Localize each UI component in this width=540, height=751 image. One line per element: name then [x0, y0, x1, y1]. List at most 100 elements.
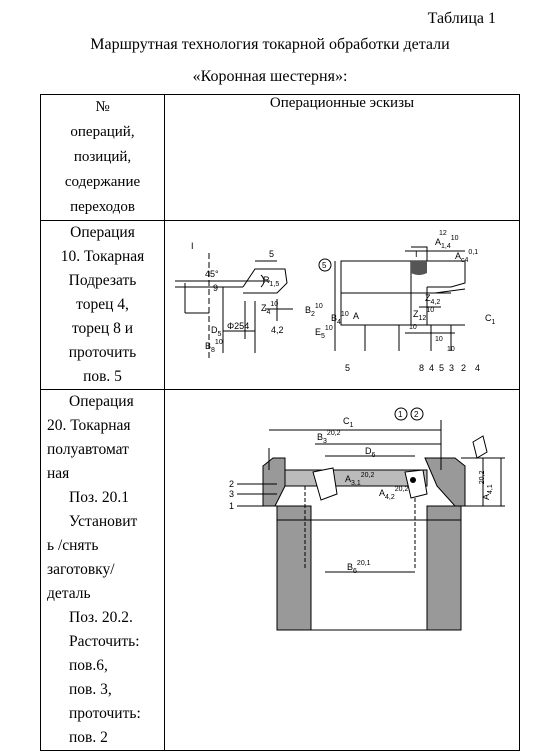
sketch-label-part: 10: [341, 311, 349, 318]
op10-line: пов. 5: [83, 368, 122, 385]
sketch-label: Z4,2: [425, 293, 440, 306]
sketch-label: Ac40,1: [455, 249, 478, 264]
op20-line: заготовку/: [47, 561, 115, 578]
sketch-label-part: B: [347, 562, 353, 572]
sketch-label: C1: [485, 313, 496, 326]
route-table: № операций, позиций, содержание переходо…: [40, 94, 520, 751]
sketch-label-part: 1,5: [270, 281, 280, 288]
sketch-label: E510: [315, 325, 333, 340]
sketch-label: B210: [305, 303, 323, 318]
col1-header: № операций, позиций, содержание переходо…: [40, 94, 165, 221]
sketch-label-part: 2: [311, 311, 315, 318]
operation-20-sketch: 1 2 C1 B320,2 D6 A3,120,2 A4,220,2 A4,12…: [164, 389, 520, 751]
header-row: № операций, позиций, содержание переходо…: [40, 94, 520, 221]
sketch-label: 5: [345, 363, 350, 373]
sketch-label-part: D: [365, 446, 372, 456]
sketch-label-part: 4: [337, 319, 341, 326]
op10-sketch-drawing: I 45° 5 R1,5 9 Z410 D5 Φ254 B810 4,2: [175, 230, 496, 373]
sketch-label: 2: [414, 410, 419, 419]
sketch-label: 3: [449, 363, 454, 373]
sketch-label: I: [191, 241, 194, 251]
sketch-label-part: B: [205, 341, 211, 351]
sketch-label: Φ254: [227, 321, 249, 331]
sketch-label-part: 10: [315, 303, 323, 310]
sketch-label: 1: [398, 410, 403, 419]
op20-line: полуавтомат: [47, 441, 129, 458]
sketch-label: B320,2: [317, 430, 341, 445]
operation-20-description: Операция 20. Токарная полуавтомат ная По…: [40, 389, 165, 751]
sketch-label-part: Z: [413, 309, 419, 319]
sketch-label-part: E: [315, 327, 321, 337]
table-title-line-1: Маршрутная технология токарной обработки…: [90, 36, 450, 53]
sketch-label-part: 1,4: [441, 243, 451, 250]
sketch-label-part: A: [345, 474, 351, 484]
sketch-label-part: 5: [321, 333, 325, 340]
sketch-label: 8: [419, 363, 424, 373]
sketch-label: 5: [269, 249, 274, 259]
sketch-label: D5: [211, 325, 222, 338]
sketch-label-part: 5: [218, 331, 222, 338]
table-row: Операция 10. Токарная Подрезать торец 4,…: [40, 220, 520, 390]
sketch-label: 1: [229, 501, 234, 511]
sketch-label-part: 20,2: [327, 430, 341, 437]
sketch-label-part: 4: [267, 309, 271, 316]
sketch-label-part: 10: [451, 235, 459, 242]
sketch-label: Z410: [261, 301, 278, 316]
sketch-label: 9: [213, 283, 218, 293]
col1-header-line: позиций,: [73, 149, 132, 165]
sketch-label: A3,120,2: [345, 472, 374, 487]
sketch-label: Z1210: [413, 307, 434, 322]
sketch-label-part: 20,2: [361, 472, 375, 479]
sketch-label: 12: [439, 230, 447, 237]
sketch-label-part: A: [481, 494, 491, 500]
op20-line: Установит: [69, 513, 138, 530]
op20-line: 20. Токарная: [47, 417, 131, 434]
col1-header-line: переходов: [70, 199, 135, 215]
sketch-label: 4,2: [271, 325, 284, 335]
sketch-label-part: 6: [372, 452, 376, 459]
sketch-label-part: A: [455, 251, 461, 261]
sketch-label: 4: [475, 363, 480, 373]
op20-line: Расточить:: [69, 633, 140, 650]
sketch-label-part: 20,2: [479, 471, 486, 485]
sketch-label: 10: [447, 346, 455, 353]
op20-line: Поз. 20.1: [69, 489, 129, 506]
sketch-label: A: [353, 311, 359, 321]
sketch-label-part: 20,1: [357, 560, 371, 567]
sketch-label: 2: [229, 479, 234, 489]
sketch-label-part: B: [331, 313, 337, 323]
table-number: Таблица 1: [427, 10, 496, 27]
col1-header-line: содержание: [64, 174, 141, 190]
op10-line: 10. Токарная: [60, 248, 145, 265]
sketch-label-part: 4,2: [385, 494, 395, 501]
op20-line: пов. 3,: [69, 681, 112, 698]
sketch-label: B810: [205, 339, 223, 354]
sketch-label-part: C: [485, 313, 492, 323]
sketch-label: A4,120,2: [479, 471, 494, 500]
sketch-label-part: B: [305, 305, 311, 315]
operation-10-sketch: I 45° 5 R1,5 9 Z410 D5 Φ254 B810 4,2: [164, 220, 520, 390]
sketch-label: 45°: [205, 269, 219, 279]
sketch-label: B620,1: [347, 560, 371, 575]
sketch-label: B410: [331, 311, 349, 326]
sketch-label: 10: [409, 324, 417, 331]
sketch-label-part: 8: [211, 347, 215, 354]
sketch-label-part: A: [435, 237, 441, 247]
sketch-label: A1,410: [435, 235, 459, 250]
op10-line: Операция: [70, 224, 135, 241]
sketch-label-part: 3,1: [351, 480, 361, 487]
sketch-label-part: 10: [270, 301, 278, 308]
sketch-label-part: 3: [323, 438, 327, 445]
sketch-label: A4,220,2: [379, 486, 408, 501]
sketch-label-part: 6: [353, 568, 357, 575]
col2-header: Операционные эскизы: [164, 94, 520, 221]
sketch-label: 5: [439, 363, 444, 373]
sketch-label: 3: [229, 489, 234, 499]
sketch-label-part: 0,1: [468, 249, 478, 256]
sketch-label-part: 20,2: [395, 486, 409, 493]
op10-line: торец 4,: [76, 296, 129, 313]
sketch-label: 4: [429, 363, 434, 373]
op20-line: деталь: [47, 585, 91, 602]
sketch-label-part: A: [379, 488, 385, 498]
sketch-label: I: [415, 249, 418, 259]
